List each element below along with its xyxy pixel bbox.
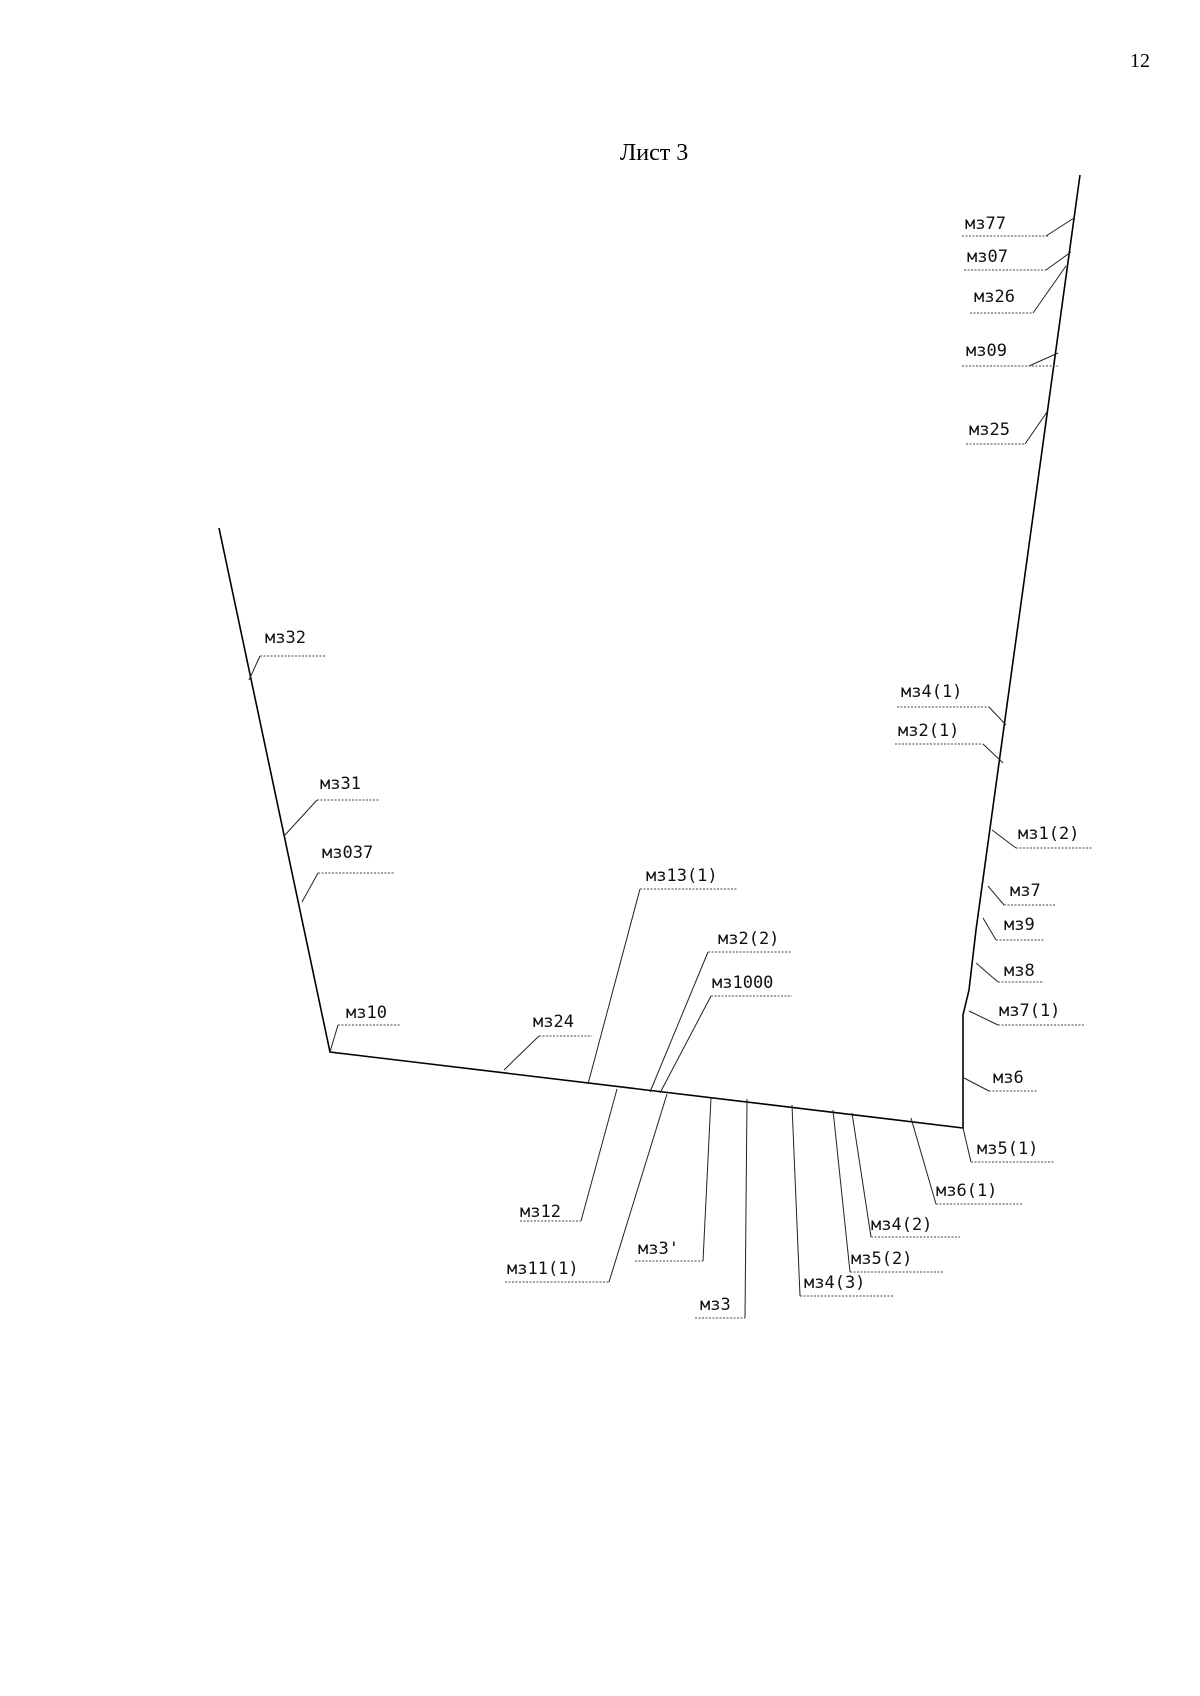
leaf-label: мз2(2) — [718, 929, 779, 949]
leader-line — [1024, 411, 1048, 445]
leader-line — [1032, 265, 1067, 314]
leader-line — [851, 1112, 872, 1238]
sheet-title: Лист 3 — [620, 140, 689, 166]
leader-line — [988, 706, 1007, 726]
leader-line — [580, 1088, 618, 1222]
leader-line — [503, 1035, 540, 1071]
leader-line — [910, 1117, 937, 1205]
leaf-label: мз9 — [1004, 915, 1035, 935]
leaf-label: мз7(1) — [999, 1001, 1060, 1021]
leaf-label: мз7 — [1010, 881, 1041, 901]
leader-line — [587, 888, 641, 1085]
leader-line — [329, 1024, 339, 1053]
leader-line — [791, 1104, 801, 1297]
leaf-label: мз10 — [346, 1003, 387, 1023]
leaf-label: мз037 — [322, 843, 373, 863]
leader-line — [659, 995, 712, 1094]
leader-line — [1045, 251, 1072, 271]
leaf-label: мз3' — [638, 1239, 679, 1259]
leaf-label: мз1000 — [712, 973, 773, 993]
leaf-label: мз5(2) — [851, 1249, 912, 1269]
leader-line — [968, 1010, 999, 1026]
leaf-label: мз31 — [320, 774, 361, 794]
leaf-label: мз4(3) — [804, 1273, 865, 1293]
leader-line — [608, 1093, 668, 1283]
leader-line — [744, 1098, 748, 1319]
leader-line — [962, 1127, 972, 1163]
leader-line — [982, 917, 997, 941]
leaf-label: мз11(1) — [507, 1259, 579, 1279]
leaf-label: мз2(1) — [898, 721, 959, 741]
leaf-label: мз6 — [993, 1068, 1024, 1088]
leader-line — [284, 799, 318, 836]
leader-line — [963, 1077, 990, 1092]
leader-line — [982, 743, 1004, 764]
leaf-label: мз09 — [966, 341, 1007, 361]
leaf-label: мз24 — [533, 1012, 574, 1032]
leader-line — [1028, 352, 1059, 367]
leaf-label: мз4(2) — [871, 1215, 932, 1235]
leaf-label: мз8 — [1004, 961, 1035, 981]
leaf-label: мз77 — [965, 214, 1006, 234]
leader-line — [649, 951, 709, 1093]
leaf-label: мз1(2) — [1018, 824, 1079, 844]
leader-line — [987, 885, 1005, 906]
leader-line — [975, 962, 999, 983]
tree-labels: мз77 мз07 мз26 мз09 мз25 мз4(1) мз2(1) мз1(2) мз… — [265, 214, 1079, 1315]
leaf-label: мз32 — [265, 628, 306, 648]
leaf-label: мз07 — [967, 247, 1008, 267]
leader-line — [1045, 217, 1075, 237]
tree-spine — [218, 174, 1081, 1129]
leaf-label: мз3 — [700, 1295, 731, 1315]
leaf-label: мз13(1) — [646, 866, 718, 886]
leaf-label: мз6(1) — [936, 1181, 997, 1201]
leaf-label: мз4(1) — [901, 682, 962, 702]
leader-line — [248, 655, 261, 681]
leader-line — [991, 829, 1017, 849]
leaf-label: мз26 — [974, 287, 1015, 307]
leaf-label: мз5(1) — [977, 1139, 1038, 1159]
leader-line — [702, 1097, 712, 1262]
leaf-label: мз25 — [969, 420, 1010, 440]
tree-branches — [218, 174, 1093, 1319]
leader-line — [832, 1109, 851, 1273]
leader-line — [301, 872, 319, 903]
page-number: 12 — [1130, 50, 1150, 72]
leaf-label: мз12 — [520, 1202, 561, 1222]
